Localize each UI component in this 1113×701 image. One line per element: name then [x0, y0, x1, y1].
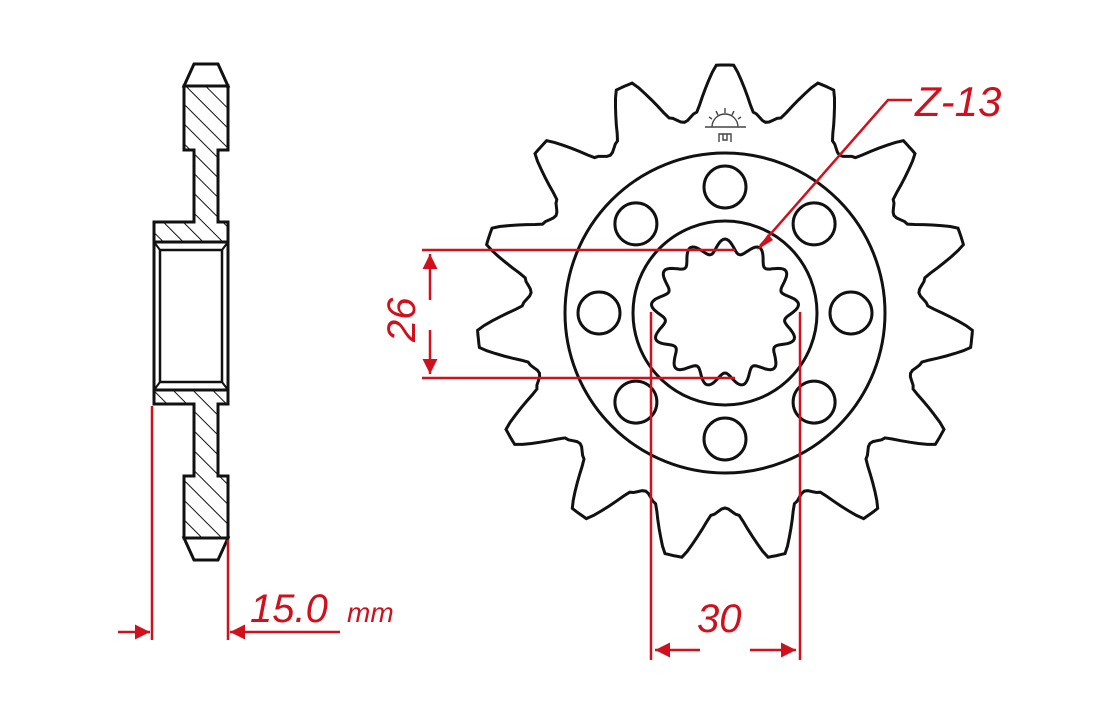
bolt-hole	[828, 290, 874, 336]
bolt-hole	[791, 379, 837, 425]
bolt-hole	[576, 290, 622, 336]
bolt-hole	[791, 201, 837, 247]
hub-ring	[631, 219, 819, 407]
sunrise-logo-icon	[705, 108, 746, 142]
thickness-value: 15.0	[250, 587, 328, 631]
bolt-hole	[702, 416, 748, 462]
teeth-label: Z-13	[914, 78, 1001, 125]
thickness-dimension: 15.0 mm	[118, 406, 394, 640]
bolt-hole	[702, 164, 748, 210]
side-view-section	[152, 62, 231, 562]
bolt-holes	[576, 164, 874, 462]
spline-width-value: 30	[697, 597, 742, 641]
upper-web-hatched	[152, 84, 230, 244]
hub-bore	[152, 240, 230, 392]
upper-tooth-tip	[181, 62, 231, 88]
bolt-circle-ring	[563, 151, 887, 475]
teeth-count-callout: Z-13	[757, 78, 1001, 250]
spline-width-dimension: 30	[649, 312, 802, 660]
spline-height-value: 26	[380, 297, 424, 343]
bolt-hole	[613, 201, 659, 247]
spline-profile	[649, 237, 801, 387]
lower-web-hatched	[152, 388, 230, 540]
spline-height-dimension: 26	[380, 248, 735, 380]
bolt-hole	[613, 379, 659, 425]
front-view	[476, 63, 974, 559]
thickness-unit: mm	[347, 597, 394, 628]
lower-tooth-tip	[181, 536, 231, 562]
